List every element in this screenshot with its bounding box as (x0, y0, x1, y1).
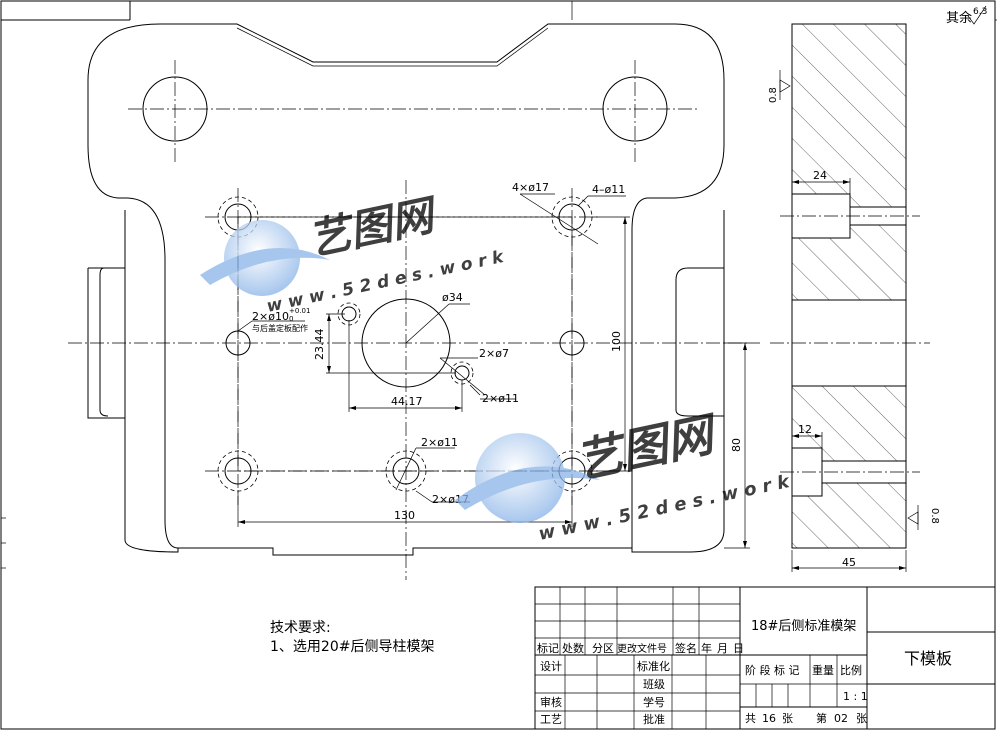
project-title: 18#后侧标准模架 (751, 619, 856, 634)
counterbore-lower (792, 447, 823, 497)
dim-2x11-bottom: 2×ø11 (421, 436, 458, 449)
dim-pin-tolerance-lower: 0 (289, 315, 293, 323)
col-change-doc: 更改文件号 (617, 642, 667, 655)
base-corner-left (124, 539, 179, 553)
col-month: 月 (717, 642, 728, 655)
roughness-general-value: 6.3 (973, 7, 987, 17)
col-zone: 分区 (592, 642, 614, 655)
right-slot (675, 267, 724, 417)
base-right-edge (689, 210, 725, 553)
dim-side-12: 12 (798, 423, 812, 436)
front-view: 4×ø17 4–ø11 ø34 2×ø10 +0.01 0 与后盖定板配作 23… (68, 23, 760, 580)
svg-text:共: 共 (745, 712, 756, 725)
total-sheets: 16 (762, 712, 776, 725)
side-view-outline (791, 23, 907, 549)
tech-req-item-1: 1、选用20#后侧导柱模架 (270, 639, 434, 655)
center-hole-34 (361, 298, 451, 388)
guide-pillar-hole-right (602, 76, 668, 142)
col-sign: 签名 (675, 641, 697, 655)
dim-44-17: 44.17 (391, 395, 423, 408)
technical-requirements: 技术要求: 1、选用20#后侧导柱模架 (270, 620, 434, 655)
roughness-mark-bottom: 0.8 (907, 505, 940, 530)
dim-100: 100 (610, 331, 623, 352)
scale-value: 1 : 1 (843, 690, 868, 703)
screw-hole-bottom-center (385, 450, 427, 492)
dim-dia-34: ø34 (442, 291, 463, 304)
label-scale: 比例 (840, 663, 862, 677)
dim-80: 80 (730, 438, 743, 452)
arrowheads (238, 217, 747, 548)
top-recess-line (236, 27, 549, 67)
tech-req-title: 技术要求: (270, 620, 331, 636)
section-hatch-upper (792, 24, 906, 300)
guide-pillar-hole-left (142, 76, 208, 142)
dim-23-44: 23.44 (313, 329, 326, 361)
dim-side-45: 45 (842, 556, 856, 569)
dim-4x11: 4–ø11 (592, 183, 625, 196)
col-count: 处数 (562, 642, 584, 655)
through-hole-upper (850, 206, 906, 226)
col-day: 日 (733, 642, 744, 655)
sheet-count: 共 16 张 第 02 张 (745, 711, 867, 725)
pin-hole-right (559, 330, 585, 356)
col-mark: 标记 (537, 641, 559, 655)
title-block: 18#后侧标准模架 下模板 标记 处数 分区 更改文件号 签名 年 月 日 设计… (534, 586, 996, 730)
label-weight: 重量 (812, 663, 834, 677)
watermark-url-lower: w w w . 5 2 d e s . w o r k (537, 471, 793, 545)
svg-text:0.8: 0.8 (768, 87, 779, 103)
watermark-brand-lower: 艺图网 (571, 406, 723, 489)
sheet-number: 02 (834, 712, 848, 725)
through-hole-lower (822, 460, 906, 484)
dim-2x7: 2×ø7 (479, 347, 509, 360)
corner-note: 其余 (946, 10, 972, 26)
dim-2x11-right: 2×ø11 (482, 392, 519, 405)
roughness-symbol-icon (967, 5, 987, 25)
dim-pin-note: 与后盖定板配作 (252, 323, 308, 333)
dim-130: 130 (394, 509, 415, 522)
dim-4x17: 4×ø17 (512, 181, 549, 194)
base-bottom-right (631, 548, 690, 553)
dim-side-24: 24 (813, 169, 827, 182)
dim-pin-2x10: 2×ø10 (252, 310, 289, 323)
label-class: 班级 (643, 678, 665, 691)
label-design: 设计 (540, 660, 562, 673)
label-standardize: 标准化 (637, 659, 670, 673)
svg-text:0.8: 0.8 (929, 508, 940, 524)
roughness-mark-top: 0.8 (768, 70, 791, 103)
revision-header-row: 标记 处数 分区 更改文件号 签名 年 月 日 (537, 641, 744, 655)
label-stage-mark: 阶 段 标 记 (745, 663, 800, 677)
dim-pin-tolerance: +0.01 (289, 307, 310, 315)
label-approve: 批准 (643, 712, 665, 726)
label-review: 审核 (540, 695, 562, 709)
leader-lines (237, 193, 626, 503)
part-name: 下模板 (904, 649, 952, 668)
margin-ticks (1, 517, 6, 569)
general-roughness-note: 其余 6.3 (946, 5, 987, 26)
svg-text:第: 第 (816, 711, 827, 725)
svg-text:张: 张 (782, 712, 793, 725)
left-slot (87, 267, 125, 419)
label-process: 工艺 (540, 713, 562, 726)
svg-text:张: 张 (856, 712, 867, 725)
watermark-brand-upper: 艺图网 (304, 189, 443, 264)
col-year: 年 (701, 641, 712, 655)
watermark-lower: 艺图网 w w w . 5 2 d e s . w o r k (455, 406, 792, 545)
side-section-view: 24 12 45 0.8 0.8 (768, 23, 940, 572)
label-student-no: 学号 (643, 695, 665, 709)
